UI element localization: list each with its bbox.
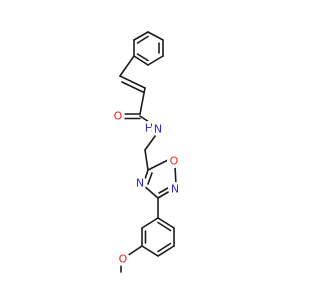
bond — [133, 55, 149, 66]
double-bond-inner — [157, 242, 172, 253]
bond — [147, 55, 164, 66]
double-bond-inner — [147, 172, 153, 185]
bond — [141, 245, 159, 257]
bond — [133, 31, 149, 41]
bond — [174, 165, 177, 186]
bond — [144, 149, 149, 171]
amide-hydrogen-label: H — [145, 122, 153, 135]
atom-bg — [111, 109, 125, 123]
atom-labels: O H N O N N O — [111, 109, 182, 266]
atom-bg — [151, 122, 165, 136]
double-bond-inner — [158, 187, 169, 194]
ring-oxygen-label: O — [170, 155, 179, 168]
carbonyl-group — [122, 113, 141, 120]
molecule-structure-diagram: O H N O N N O — [111, 31, 182, 273]
carbonyl-oxygen-label: O — [114, 110, 123, 123]
bond — [139, 87, 146, 115]
double-bond-inner — [121, 81, 144, 93]
ring-nitrogen-left-label: N — [136, 177, 144, 190]
bond — [157, 245, 175, 257]
phenyl-ring — [133, 31, 164, 66]
ring-nitrogen-right-label: N — [171, 183, 179, 196]
atom-bg — [116, 252, 130, 266]
bond — [147, 31, 164, 41]
double-bond-inner — [157, 221, 172, 232]
vinyl-chain — [119, 55, 146, 115]
methoxyphenyl-ring — [141, 217, 175, 257]
bond — [141, 217, 159, 229]
bond — [157, 217, 175, 229]
double-bond-inner — [136, 35, 149, 44]
atom-bg — [133, 176, 147, 190]
atom-bg — [168, 182, 182, 196]
bond — [119, 55, 135, 77]
amide-nitrogen-label: N — [154, 123, 162, 136]
bond — [126, 245, 143, 257]
methoxy-oxygen-label: O — [119, 253, 128, 266]
bond — [147, 159, 169, 171]
bond — [119, 75, 146, 89]
atom-bg — [167, 154, 181, 168]
bond — [157, 190, 171, 199]
double-bond-inner — [136, 53, 149, 62]
